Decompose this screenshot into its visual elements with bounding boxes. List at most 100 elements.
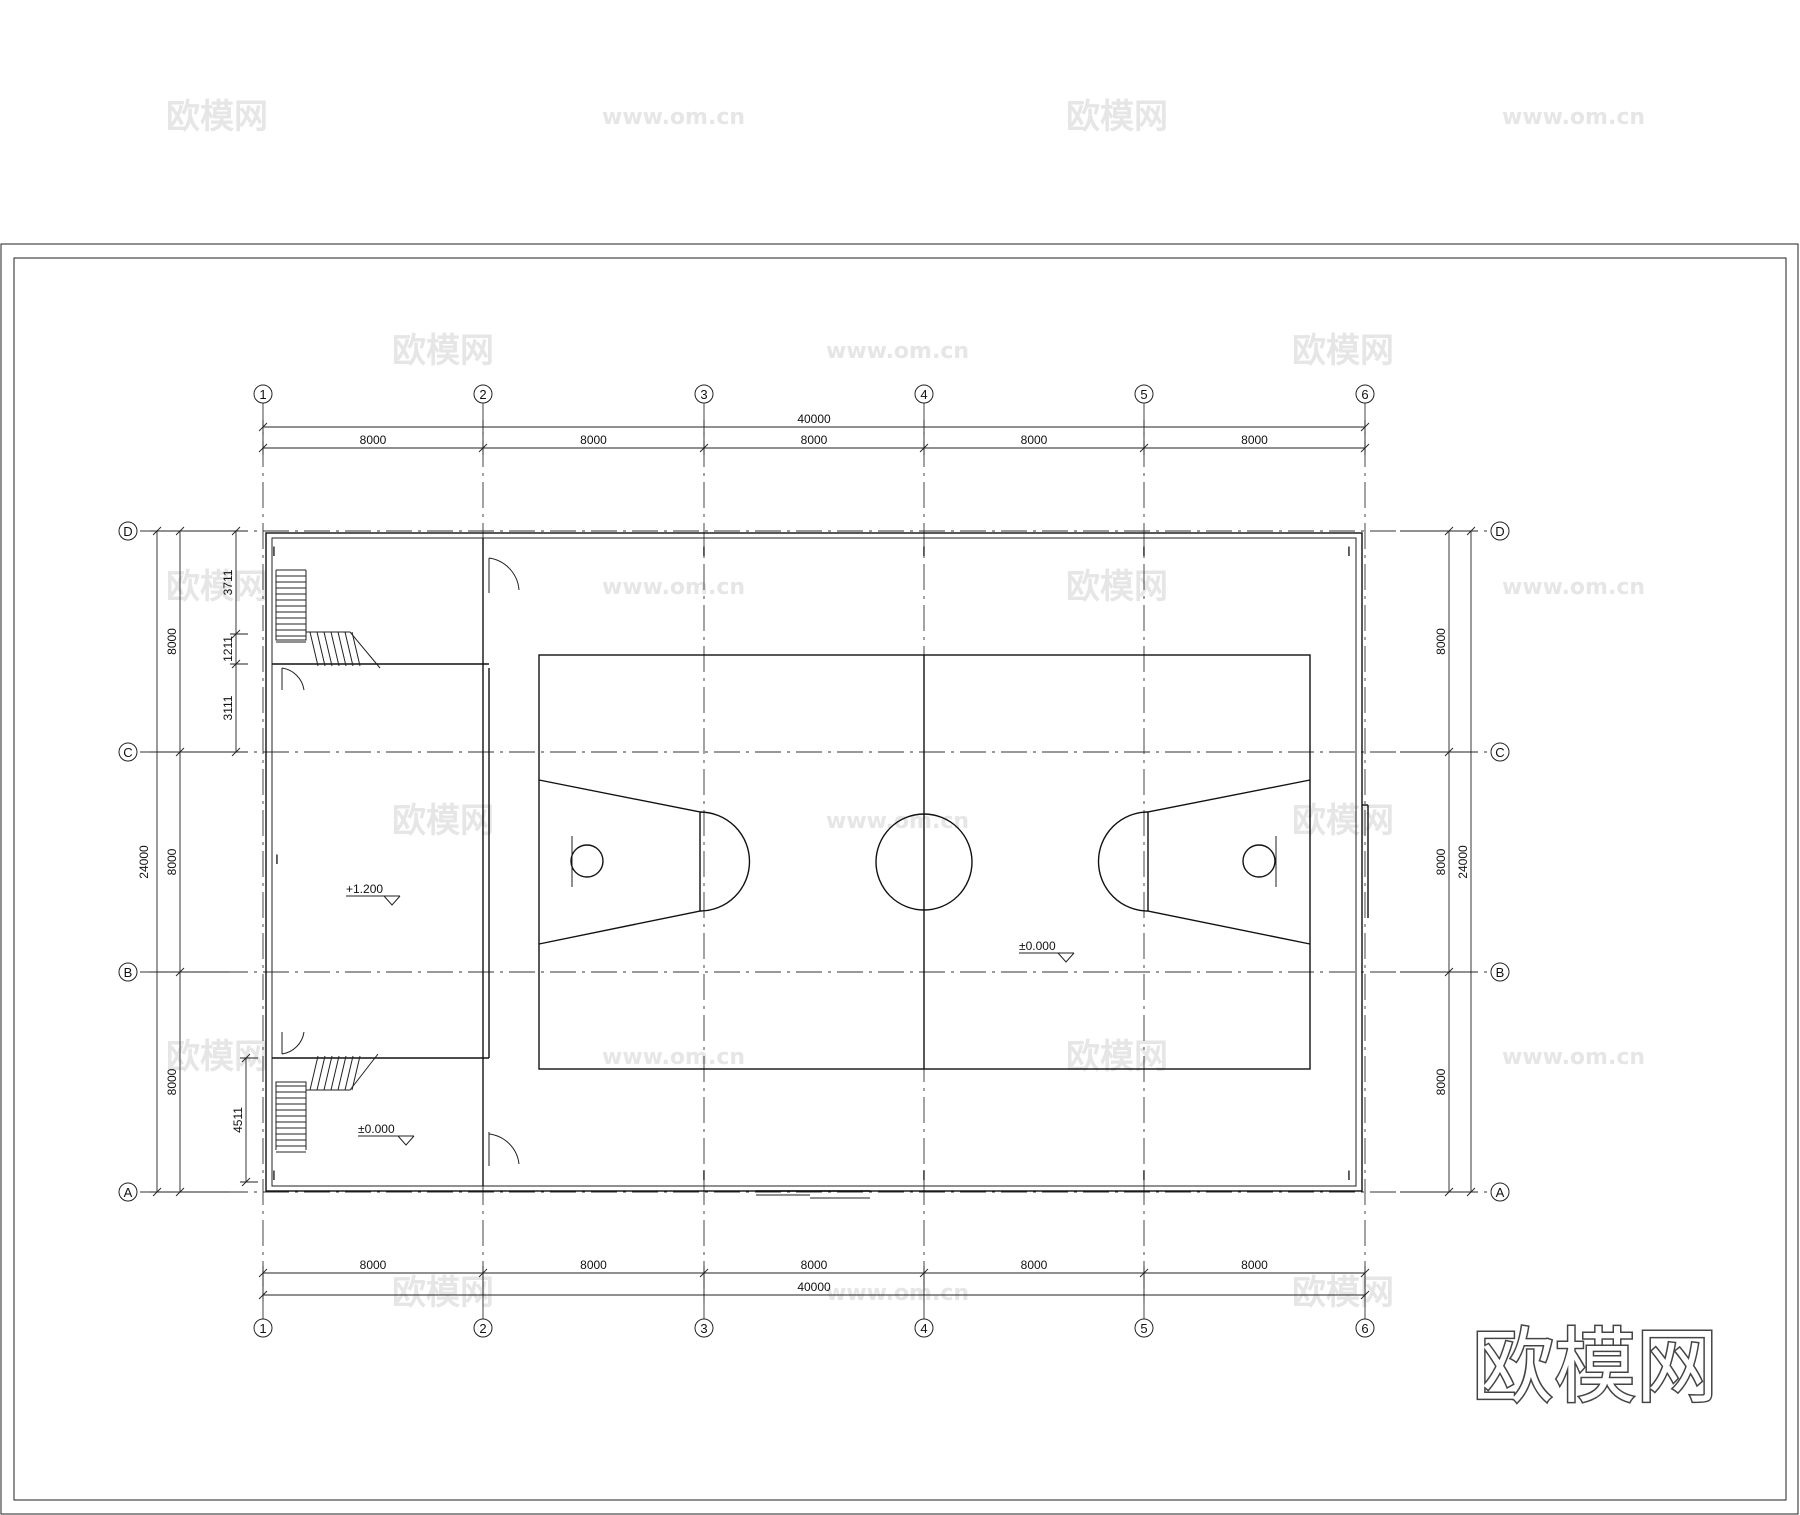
dim-top-total: 40000 — [797, 412, 831, 426]
dim-tick — [152, 1187, 162, 1197]
svg-text:I: I — [275, 851, 279, 867]
axis-bubble-left-C-circle — [118, 742, 138, 762]
left-free-throw-arc — [699, 811, 751, 912]
axis-bubble-top-4-label: 4 — [920, 387, 927, 402]
right-hoop — [1242, 844, 1276, 878]
axis-bubble-bottom-3-circle — [694, 1318, 714, 1338]
svg-text:I: I — [1347, 543, 1351, 559]
axis-bubble-bottom-3-label: 3 — [700, 1321, 707, 1336]
stair-tread — [330, 631, 340, 667]
watermark-brand: 欧模网 — [1066, 567, 1168, 607]
watermark-brand: 欧模网 — [166, 567, 268, 607]
dim-right-span: 8000 — [1434, 1068, 1448, 1095]
axis-bubble-top-1-label: 1 — [259, 387, 266, 402]
dim-left-span: 8000 — [165, 628, 179, 655]
door-swings — [281, 557, 520, 1166]
axis-bubble-top-6-label: 6 — [1361, 387, 1368, 402]
dim-stair-upper: 3111 — [221, 695, 235, 720]
watermark-brand: 欧模网 — [392, 1273, 494, 1313]
dim-tick — [1466, 526, 1476, 536]
stair-tread — [323, 631, 333, 667]
axis-bubble-left-A-label: A — [124, 1185, 133, 1200]
axis-bubble-right-A-label: A — [1496, 1185, 1505, 1200]
elevation-marks: +1.200 ±0.000 ±0.000 — [346, 882, 1075, 1146]
building-walls — [265, 532, 1369, 1199]
watermark-brand: 欧模网 — [392, 331, 494, 371]
court-level-label: ±0.000 — [1019, 939, 1056, 953]
stair-tread — [337, 631, 347, 667]
watermark-brand: 欧模网 — [1292, 801, 1394, 841]
axis-bubble-bottom-2-circle — [473, 1318, 493, 1338]
axis-bubble-right-D-label: D — [1495, 524, 1504, 539]
dim-bottom-span: 8000 — [580, 1258, 607, 1272]
dim-bottom-span: 8000 — [360, 1258, 387, 1272]
stair-tread — [316, 631, 326, 667]
right-key — [1147, 779, 1311, 945]
watermark-url: www.om.cn — [1502, 105, 1645, 130]
svg-text:I: I — [702, 1167, 706, 1183]
axis-bubble-left-A-circle — [118, 1182, 138, 1202]
watermark-url: www.om.cn — [826, 339, 969, 364]
stair-lower — [275, 1053, 379, 1153]
lower-room-level-label: ±0.000 — [358, 1122, 395, 1136]
axis-bubble-right-C-circle — [1490, 742, 1510, 762]
axis-bubble-bottom-4-circle — [914, 1318, 934, 1338]
watermark-url: www.om.cn — [602, 575, 745, 600]
dim-top-span: 8000 — [1241, 433, 1268, 447]
stair-tread — [309, 1055, 319, 1091]
axis-bubble-top-6-circle — [1355, 384, 1375, 404]
axis-bubble-left-B-label: B — [124, 965, 133, 980]
watermark-url: www.om.cn — [826, 1281, 969, 1306]
dim-top-span: 8000 — [1021, 433, 1048, 447]
stair-tread — [309, 631, 319, 667]
dim-top-span: 8000 — [580, 433, 607, 447]
right-free-throw-arc — [1097, 811, 1149, 912]
stage-level-label: +1.200 — [346, 882, 383, 896]
dim-right-span: 8000 — [1434, 628, 1448, 655]
brand-logo: 欧模网 — [1472, 1320, 1718, 1415]
svg-text:I: I — [1142, 543, 1146, 559]
watermark-brand: 欧模网 — [392, 801, 494, 841]
sheet-outer-border — [0, 243, 1799, 1515]
dim-stair-lower: 4511 — [231, 1107, 245, 1133]
axis-bubble-bottom-6-circle — [1355, 1318, 1375, 1338]
svg-text:I: I — [922, 543, 926, 559]
dim-stair-upper: 3711 — [221, 569, 235, 595]
dim-right-span: 8000 — [1434, 848, 1448, 875]
stair-tread — [351, 631, 361, 667]
svg-text:I: I — [1347, 1167, 1351, 1183]
dim-tick — [1360, 1290, 1370, 1300]
watermark-brand: 欧模网 — [1292, 1273, 1394, 1313]
axis-bubble-top-5-label: 5 — [1140, 387, 1147, 402]
dim-bottom-span: 8000 — [801, 1258, 828, 1272]
watermark-url: www.om.cn — [602, 1045, 745, 1070]
stair-tread — [337, 1055, 347, 1091]
sheet-inner-border — [13, 257, 1787, 1501]
axis-bubble-bottom-1-circle — [253, 1318, 273, 1338]
left-key — [538, 779, 701, 945]
basketball-court — [538, 654, 1311, 1070]
axis-bubble-left-D-circle — [118, 521, 138, 541]
axis-bubble-bottom-1-label: 1 — [259, 1321, 266, 1336]
dim-bottom-span: 8000 — [1241, 1258, 1268, 1272]
stair-tread — [316, 1055, 326, 1091]
dim-top-span: 8000 — [360, 433, 387, 447]
dim-right-total: 24000 — [1456, 845, 1470, 879]
column-markers: I I I I I I I I I I I — [272, 543, 1351, 1183]
axis-bubble-right-B-circle — [1490, 962, 1510, 982]
axis-bubble-right-B-label: B — [1496, 965, 1505, 980]
watermark-url: www.om.cn — [602, 105, 745, 130]
dim-left-span: 8000 — [165, 1068, 179, 1095]
axis-bubble-left-B-circle — [118, 962, 138, 982]
axis-bubble-top-2-circle — [473, 384, 493, 404]
stair-tread — [344, 1055, 354, 1091]
axis-bubble-bottom-5-label: 5 — [1140, 1321, 1147, 1336]
watermark-url: www.om.cn — [1502, 1045, 1645, 1070]
dim-bottom-total: 40000 — [797, 1280, 831, 1294]
watermark-brand: 欧模网 — [1292, 331, 1394, 371]
stair-tread — [351, 1055, 361, 1091]
watermark-brand: 欧模网 — [1066, 97, 1168, 137]
stair-upper — [275, 569, 381, 669]
